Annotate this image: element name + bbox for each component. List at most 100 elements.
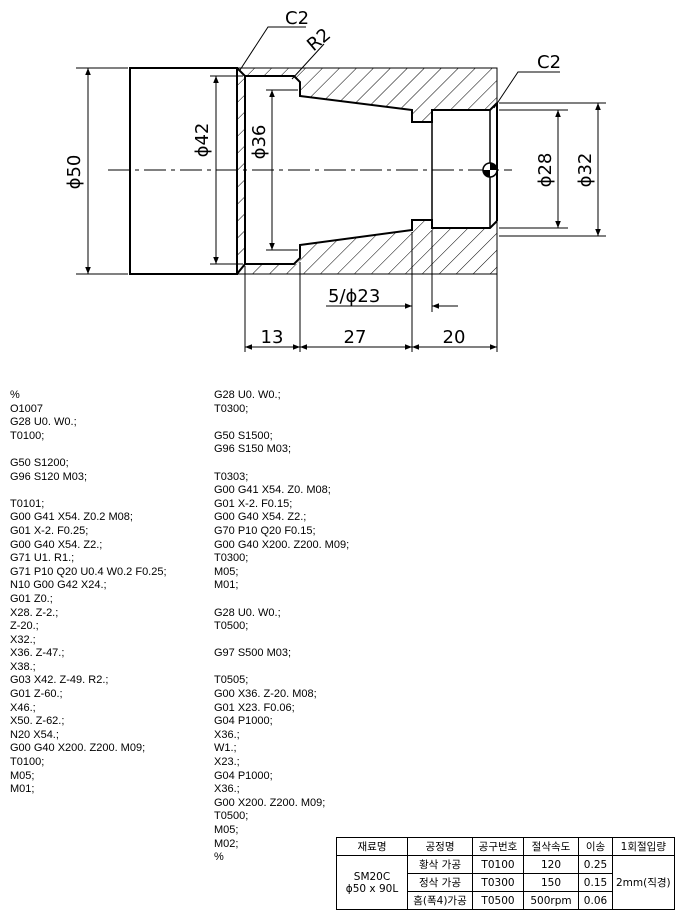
code-line: G71 U1. R1.;	[10, 552, 75, 565]
code-line: X36.;	[214, 728, 240, 741]
label-dia28: ϕ28	[535, 153, 556, 188]
nc-program-column-2: G28 U0. W0.;T0300;G50 S1500;G96 S150 M03…	[214, 389, 349, 865]
code-line: G00 G40 X200. Z200. M09;	[10, 742, 146, 755]
code-line: W1.;	[214, 742, 237, 755]
code-line: X36.;	[214, 783, 240, 796]
label-chamfer-left: C2	[285, 8, 309, 29]
feed-cell: 0.15	[578, 873, 613, 892]
code-line: G96 S150 M03;	[214, 443, 292, 456]
code-line: G96 S120 M03;	[10, 470, 88, 483]
code-line: X50. Z-62.;	[10, 715, 65, 728]
process-cell: 정삭 가공	[407, 873, 473, 892]
code-line	[214, 457, 349, 471]
speed-cell: 150	[523, 873, 579, 892]
material-cell: SM20C ϕ50 x 90L	[336, 855, 408, 910]
header-material: 재료명	[336, 837, 408, 856]
table-header-row: 재료명 공정명 공구번호 절삭속도 이송 1회절입량	[336, 837, 675, 856]
label-len-27: 27	[344, 327, 367, 348]
code-line: O1007	[10, 402, 44, 415]
label-len-20: 20	[443, 327, 466, 348]
code-line: T0100;	[10, 429, 45, 442]
table-row: SM20C ϕ50 x 90L 황삭 가공 T0100 120 0.25 2mm…	[336, 855, 675, 910]
header-speed: 절삭속도	[523, 837, 579, 856]
feed-cell: 0.25	[578, 855, 613, 874]
code-line: M05;	[214, 565, 239, 578]
code-line: T0303;	[214, 470, 249, 483]
label-dia42: ϕ42	[192, 123, 213, 158]
code-line: M05;	[10, 769, 35, 782]
code-line: M02;	[214, 837, 239, 850]
table-row: 정삭 가공 T0300 150 0.15	[337, 873, 675, 892]
code-line: G04 P1000;	[214, 715, 273, 728]
tool-cell: T0300	[472, 873, 524, 892]
code-line: G01 X-2. F0.15;	[214, 497, 293, 510]
code-line: G28 U0. W0.;	[214, 389, 281, 401]
origin-symbol	[482, 162, 498, 178]
code-line: G28 U0. W0.;	[214, 606, 281, 619]
code-line: X36. Z-47.;	[10, 647, 65, 660]
code-line: Z-20.;	[10, 620, 39, 633]
code-line	[214, 593, 349, 607]
header-depth: 1회절입량	[612, 837, 675, 856]
part-drawing: C2 R2 C2 ϕ50 ϕ42 ϕ36 ϕ28 ϕ32 5/ϕ23 13 27…	[64, 8, 606, 352]
code-line: G00 G41 X54. Z0. M08;	[214, 484, 331, 497]
leader-c2-right	[493, 71, 560, 109]
code-line: G01 Z0.;	[10, 592, 53, 605]
code-line: G71 P10 Q20 U0.4 W0.2 F0.25;	[10, 565, 167, 578]
code-line: T0100;	[10, 756, 45, 769]
code-line: X32.;	[10, 633, 36, 646]
code-line	[214, 634, 349, 648]
code-line: %	[10, 389, 20, 401]
process-spec-table: 재료명 공정명 공구번호 절삭속도 이송 1회절입량 SM20C ϕ50 x 9…	[336, 837, 675, 910]
header-feed: 이송	[578, 837, 613, 856]
code-line: X28. Z-2.;	[10, 606, 59, 619]
tool-cell: T0500	[472, 891, 524, 910]
code-line: G28 U0. W0.;	[10, 416, 77, 429]
code-line: G70 P10 Q20 F0.15;	[214, 524, 316, 537]
code-line	[214, 416, 349, 430]
label-chamfer-right: C2	[537, 52, 561, 73]
code-line: N10 G00 G42 X24.;	[10, 579, 107, 592]
code-line	[10, 484, 167, 498]
code-line: T0300;	[214, 402, 249, 415]
code-line: X38.;	[10, 660, 36, 673]
leader-r2	[291, 43, 325, 80]
code-line: G97 S500 M03;	[214, 647, 292, 660]
label-dia32: ϕ32	[575, 153, 596, 188]
speed-cell: 500rpm	[523, 891, 579, 910]
code-line: G00 G40 X54. Z2.;	[10, 538, 103, 551]
code-line	[10, 443, 167, 457]
code-line: T0300;	[214, 552, 249, 565]
code-line: T0101;	[10, 497, 45, 510]
code-line: G01 Z-60.;	[10, 688, 63, 701]
code-line: T0505;	[214, 674, 249, 687]
depth-cell: 2mm(직경)	[612, 855, 675, 910]
code-line: T0500;	[214, 810, 249, 823]
code-line: G01 X23. F0.06;	[214, 701, 295, 714]
code-line: M05;	[214, 824, 239, 836]
code-line: N20 X54.;	[10, 728, 59, 741]
process-cell: 황삭 가공	[407, 855, 473, 874]
stock-outline	[129, 67, 238, 275]
code-line: T0500;	[214, 620, 249, 633]
code-line: G04 P1000;	[214, 769, 273, 782]
code-line: %	[214, 851, 224, 864]
material-size: ϕ50 x 90L	[345, 882, 399, 895]
label-len-13: 13	[261, 327, 284, 348]
code-line: G03 X42. Z-49. R2.;	[10, 674, 109, 687]
code-line: G00 X36. Z-20. M08;	[214, 688, 317, 701]
code-line	[214, 661, 349, 675]
code-line: G00 G40 X200. Z200. M09;	[214, 538, 350, 551]
code-line: G01 X-2. F0.25;	[10, 524, 89, 537]
code-line: M01;	[214, 579, 239, 592]
tool-cell: T0100	[472, 855, 524, 874]
part-profile	[236, 67, 498, 123]
process-cell: 홈(폭4)가공	[407, 891, 473, 910]
feed-cell: 0.06	[578, 891, 613, 910]
header-tool: 공구번호	[472, 837, 524, 856]
leader-c2-left	[239, 26, 306, 71]
code-line: M01;	[10, 783, 35, 796]
code-line: G00 G40 X54. Z2.;	[214, 511, 307, 524]
code-line: G50 S1500;	[214, 429, 273, 442]
